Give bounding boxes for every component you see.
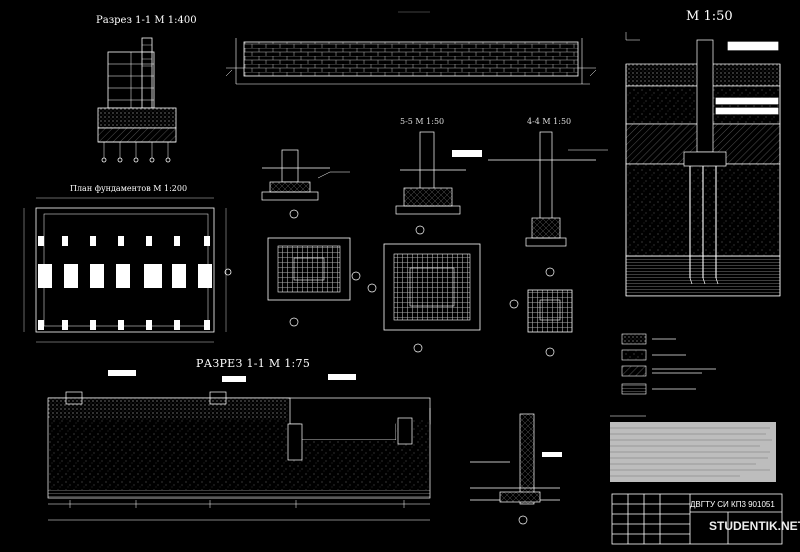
- footing-detail-small: [261, 149, 350, 219]
- section-4-4-drawing: [488, 131, 608, 277]
- footing-plan-1: [267, 237, 361, 327]
- foundation-plan-title: План фундаментов М 1:200: [70, 184, 188, 193]
- brick-wall-elevation: [225, 11, 597, 85]
- section-5-5-drawing: [395, 131, 482, 235]
- section-1-1-top-title: Разрез 1-1 М 1:400: [96, 15, 197, 26]
- foundation-plan-drawing: [23, 197, 232, 343]
- section-1-1-bottom-drawing: [47, 370, 431, 521]
- section-1-1-bottom-title: РАЗРЕЗ 1-1 М 1:75: [196, 357, 311, 370]
- watermark: STUDENTIK.NET: [709, 519, 800, 533]
- section-5-5-title: 5-5 М 1:50: [400, 117, 445, 126]
- section-4-4-title: 4-4 М 1:50: [527, 117, 572, 126]
- stamp-code: ДВГТУ СИ КП3 901051: [690, 500, 775, 509]
- notes-block: [610, 415, 776, 482]
- column-detail: [470, 413, 562, 525]
- section-1-1-top-drawing: [97, 37, 177, 163]
- footing-plan-4-4: [509, 289, 573, 357]
- footing-plan-5-5: [367, 243, 481, 353]
- pile-section-m150: [625, 32, 781, 297]
- legend: [621, 333, 716, 395]
- scale-m150-title: М 1:50: [686, 9, 733, 24]
- title-block: [611, 493, 783, 545]
